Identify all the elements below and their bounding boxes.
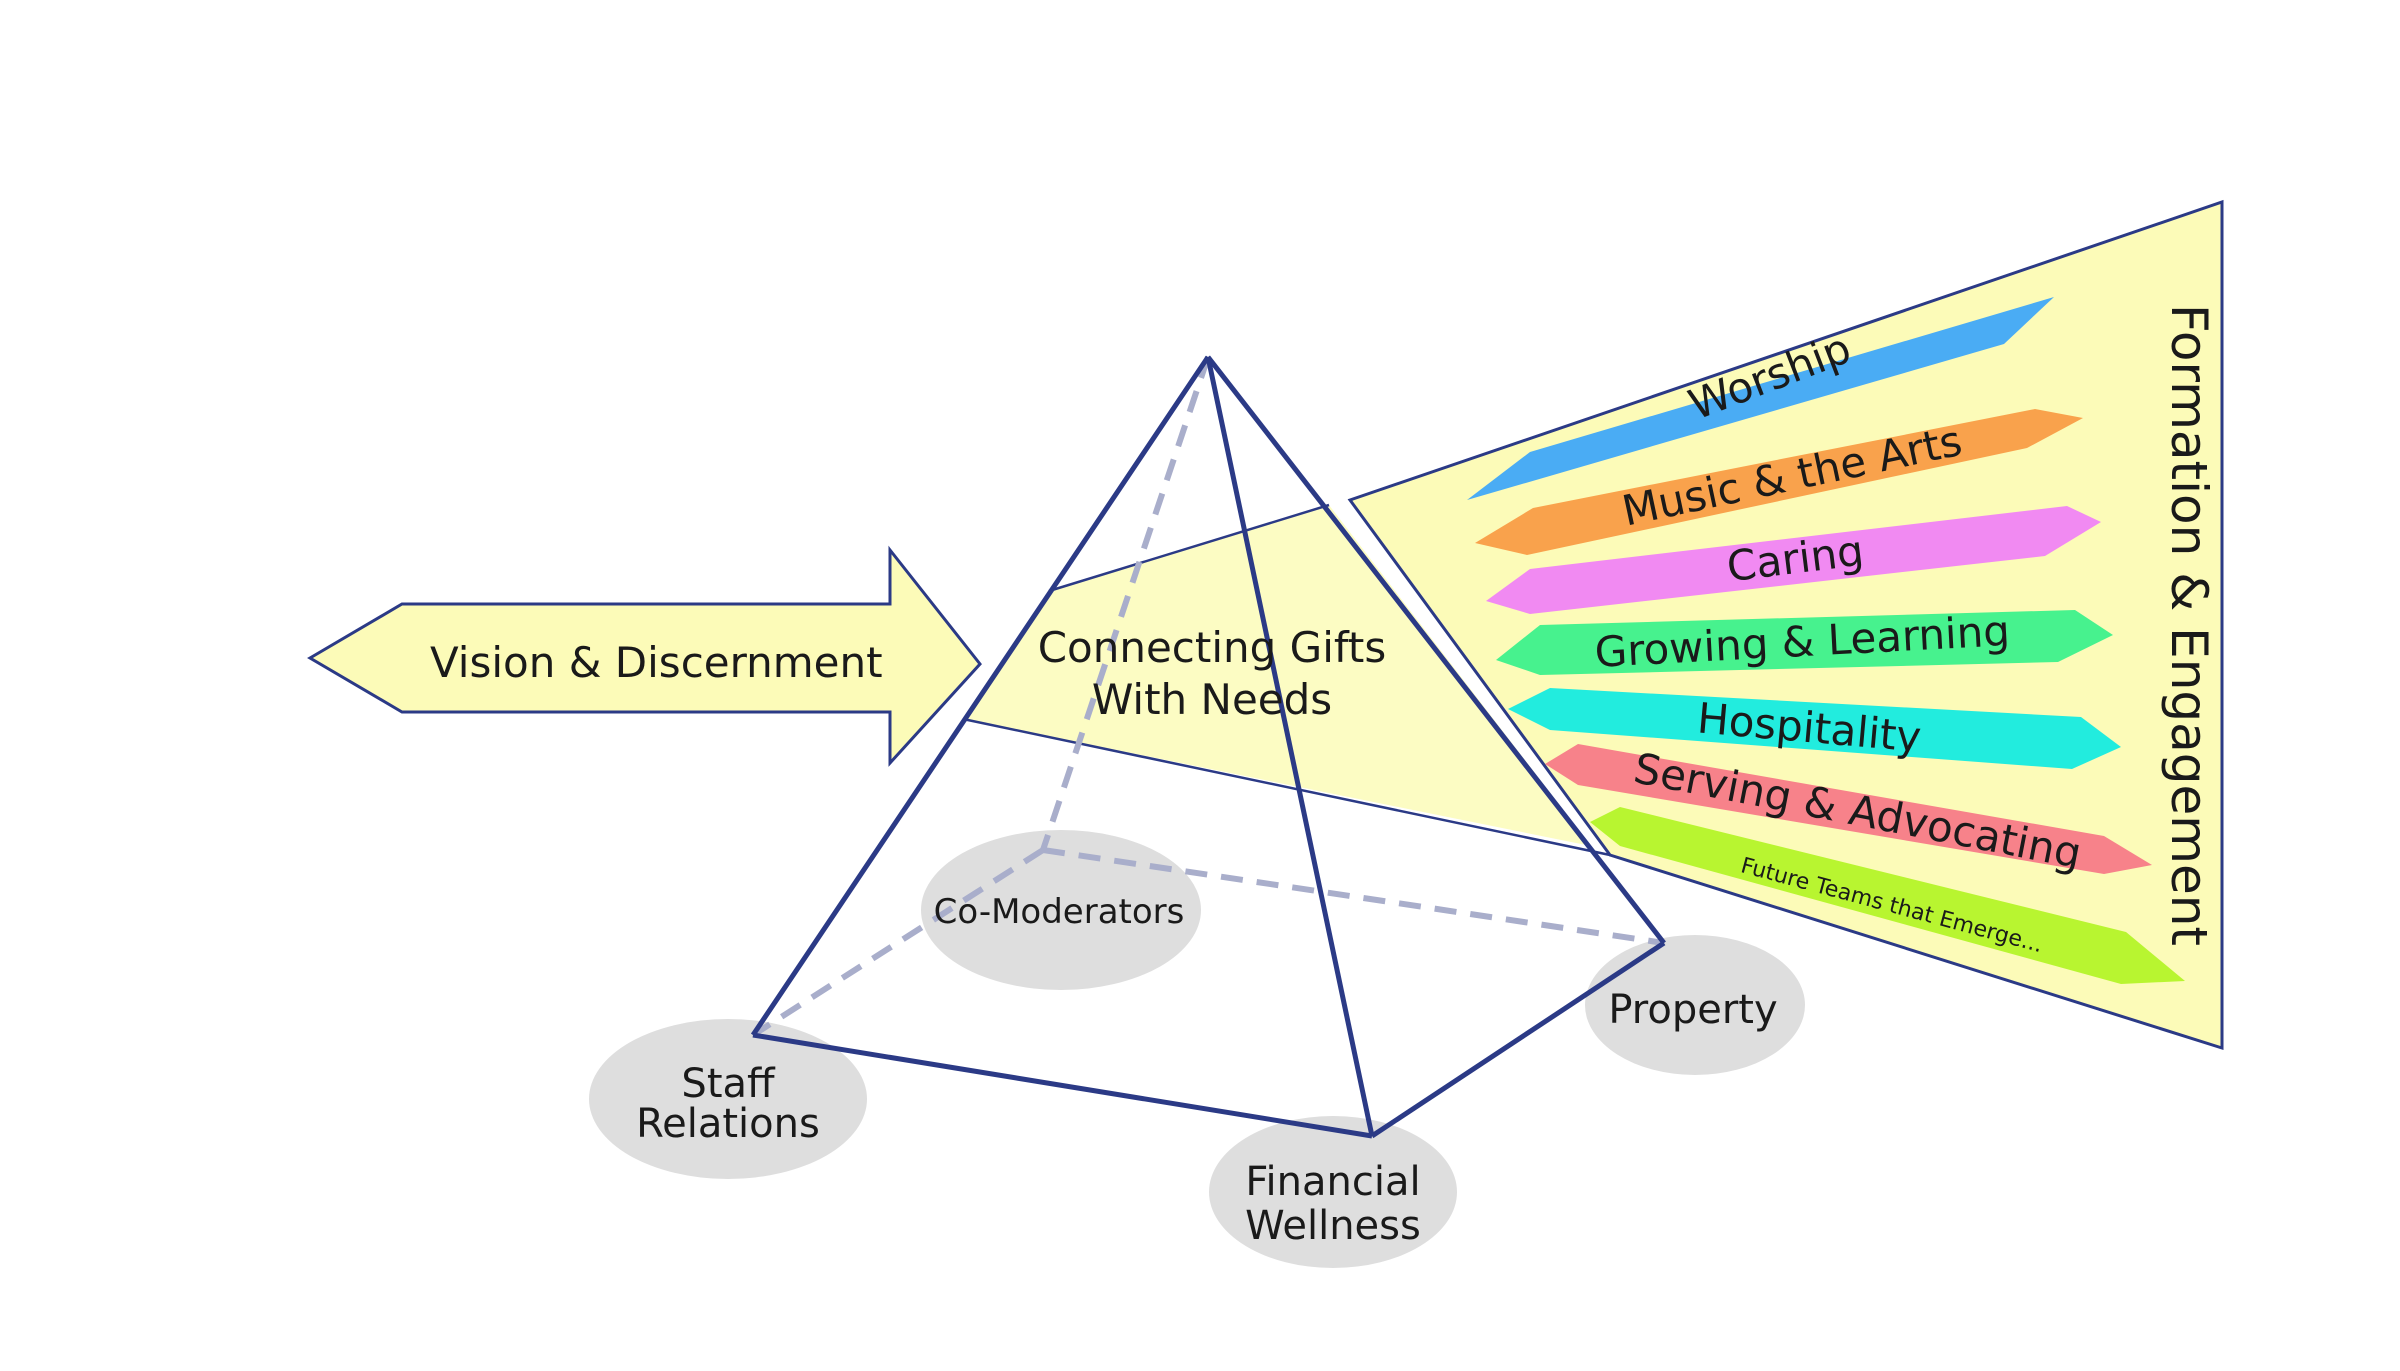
staff-relations-label-line1: Staff — [681, 1061, 776, 1107]
prism-band-top-edge — [1048, 503, 1330, 593]
formation-engagement-title: Formation & Engagement — [2160, 304, 2218, 946]
pyramid-edges — [750, 355, 1666, 1139]
staff-relations-node — [589, 1019, 867, 1179]
co-moderators-label: Co-Moderators — [934, 892, 1185, 932]
vision-arrow — [307, 545, 982, 767]
property-label: Property — [1608, 987, 1777, 1033]
vision-arrow-label: Vision & Discernment — [430, 638, 883, 687]
team-ribbon-worship — [1467, 297, 2054, 500]
team-ribbon-future — [1590, 807, 2185, 984]
team-ribbon-serving — [1545, 744, 2152, 874]
team-ribbon-hospitality — [1508, 688, 2121, 769]
financial-wellness-label-line1: Financial — [1245, 1159, 1420, 1205]
property-node — [1585, 935, 1805, 1075]
center-label-line1: Connecting Gifts — [1038, 623, 1387, 672]
financial-wellness-node — [1209, 1116, 1457, 1268]
prism-band-bottom-edge — [962, 717, 1611, 857]
team-ribbon-caring — [1486, 506, 2101, 614]
pyramid-hidden-edges — [751, 356, 1665, 1038]
staff-relations-label-line2: Relations — [636, 1101, 820, 1147]
financial-wellness-label-line2: Wellness — [1245, 1203, 1421, 1249]
team-ribbon-growing — [1496, 610, 2113, 675]
center-label-line2: With Needs — [1092, 675, 1332, 724]
co-moderators-node — [921, 830, 1201, 990]
team-ribbon-music — [1475, 409, 2083, 555]
